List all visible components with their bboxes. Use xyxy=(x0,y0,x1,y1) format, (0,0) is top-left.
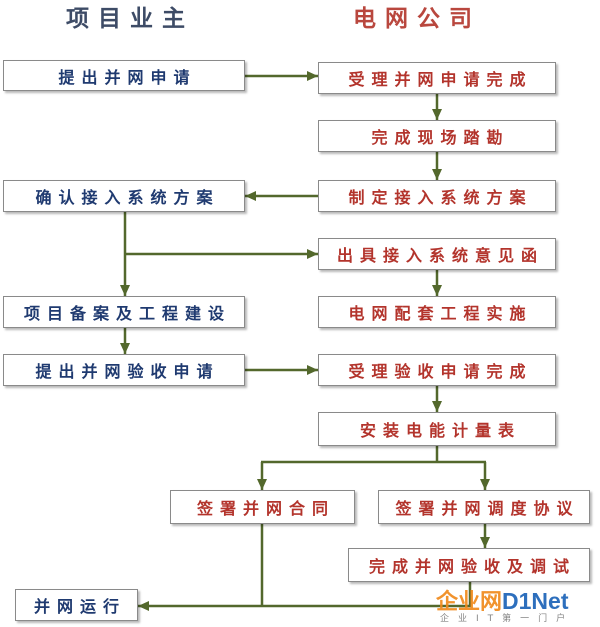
step-sign-contract: 签署并网合同 xyxy=(170,490,355,524)
watermark-tagline: 企业IT第一门户 xyxy=(440,614,575,624)
step-site-survey: 完成现场踏勘 xyxy=(318,120,556,152)
watermark-brand-cn: 企业网 xyxy=(436,590,503,615)
step-sign-dispatch-agreement: 签署并网调度协议 xyxy=(378,490,590,524)
step-apply: 提出并网申请 xyxy=(3,60,245,91)
step-commissioning: 完成并网验收及调试 xyxy=(348,548,590,582)
step-acceptance-request: 提出并网验收申请 xyxy=(3,354,245,386)
watermark-brand: 企业网D1Net xyxy=(436,588,596,615)
step-supporting-works: 电网配套工程实施 xyxy=(318,296,556,328)
step-application-accepted: 受理并网申请完成 xyxy=(318,62,556,94)
step-filing-construction: 项目备案及工程建设 xyxy=(3,296,245,328)
step-draft-plan: 制定接入系统方案 xyxy=(318,180,556,212)
grid-column-title: 电网公司 xyxy=(353,6,481,32)
step-acceptance-accepted: 受理验收申请完成 xyxy=(318,354,556,386)
step-confirm-plan: 确认接入系统方案 xyxy=(3,180,245,212)
step-install-meter: 安装电能计量表 xyxy=(318,412,556,446)
step-opinion-letter: 出具接入系统意见函 xyxy=(318,238,556,270)
d1net-watermark-logo: 企业网D1Net 企业IT第一门户 xyxy=(436,588,596,626)
owner-column-title: 项目业主 xyxy=(66,6,194,32)
watermark-brand-en: D1Net xyxy=(502,588,569,614)
step-operation: 并网运行 xyxy=(15,589,138,621)
